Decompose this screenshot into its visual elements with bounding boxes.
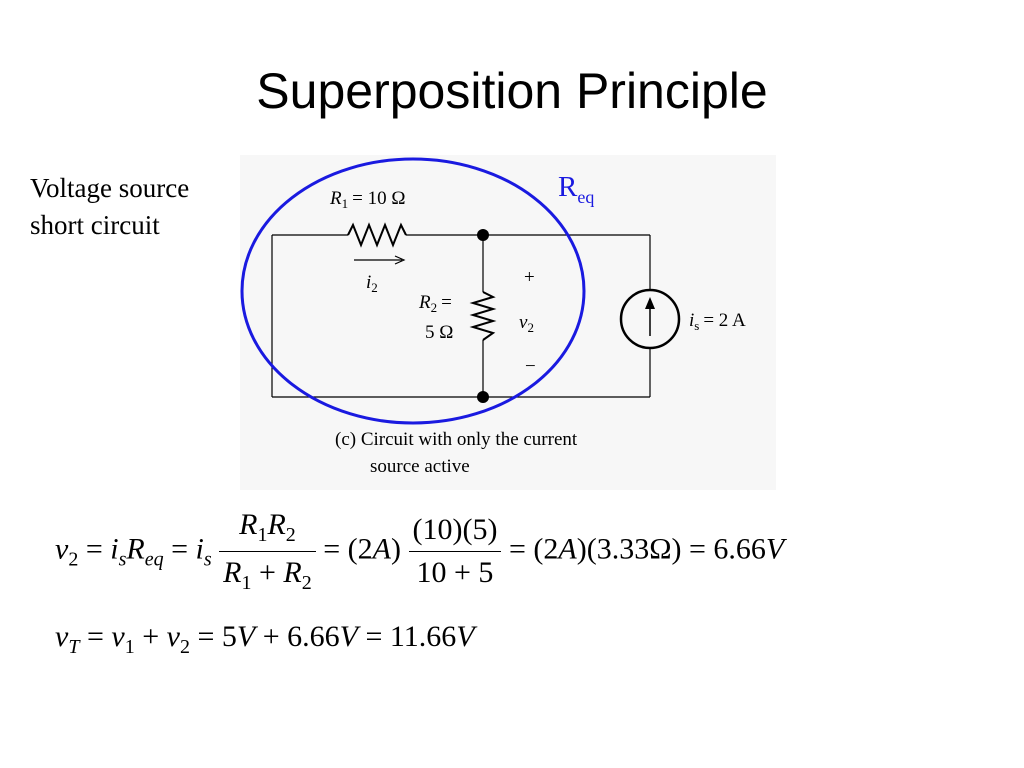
note-line-2: short circuit [30,210,160,240]
r2-label: R2= [418,292,452,315]
current-source-arrow-head [645,297,655,309]
equation-v2: v2 = isReq = is R1R2 R1 + R2 = (2A) (10)… [55,508,785,595]
fraction-numeric: (10)(5) 10 + 5 [408,513,502,590]
i2-label: i2 [366,272,378,295]
v2-plus-sign: + [524,267,535,288]
caption-line-2: source active [370,456,470,477]
r2-value: 5 Ω [425,322,453,343]
r1-label: R1= 10 Ω [329,188,405,211]
equation-vt: vT = v1 + v2 = 5V + 6.66V = 11.66V [55,620,475,658]
caption-line-1: (c) Circuit with only the current [335,429,578,450]
top-node [477,229,489,241]
v2-label: v2 [519,312,534,335]
req-label: Req [558,171,595,207]
v2-minus-sign: − [525,356,536,377]
fraction-r1r2: R1R2 R1 + R2 [219,508,316,595]
bottom-node [477,391,489,403]
req-ellipse [240,157,586,425]
is-label: is= 2 A [689,310,746,333]
circuit-figure-panel [240,155,776,490]
voltage-source-note: Voltage source short circuit [30,170,189,244]
r1-resistor-symbol [347,222,407,248]
i2-arrow-head [394,255,406,265]
slide-title: Superposition Principle [256,63,768,119]
note-line-1: Voltage source [30,173,190,203]
r2-resistor-symbol [469,291,497,341]
